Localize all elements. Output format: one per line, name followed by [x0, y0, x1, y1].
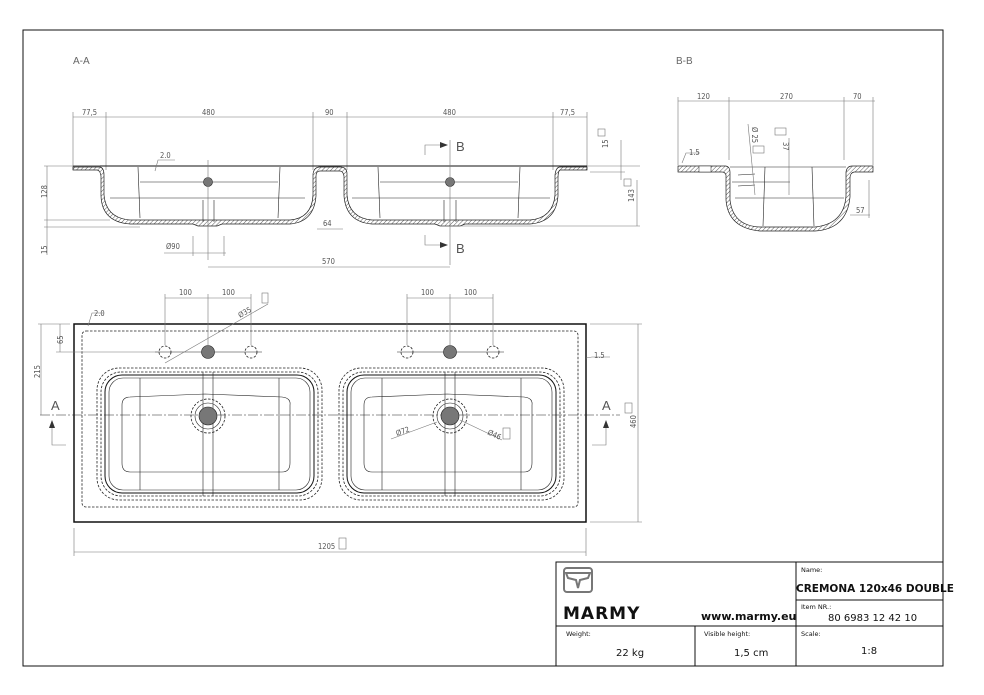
dim-tap-100-right-a: 100 — [421, 288, 434, 297]
section-a-marker-left: A — [51, 398, 60, 413]
scale-value: 1:8 — [861, 646, 877, 657]
section-bb-view: 120 270 70 1.5 Ø 25 37 57 — [677, 92, 875, 232]
dim-tap-dia-35: Ø35 — [237, 305, 254, 320]
section-bb-label: B-B — [676, 56, 693, 67]
section-aa-label: A-A — [73, 56, 90, 67]
section-b-marker-top: B — [456, 139, 465, 154]
weight-value: 22 kg — [616, 648, 644, 659]
dim-90: 90 — [325, 108, 334, 117]
dim-drain-dia-46: Ø46 — [486, 428, 502, 442]
dim-120: 120 — [697, 92, 710, 101]
dim-480-right: 480 — [443, 108, 456, 117]
product-name: CREMONA 120x46 DOUBLE — [796, 583, 954, 595]
dim-77-5-right: 77,5 — [560, 108, 575, 117]
dim-15-bottom: 15 — [40, 245, 49, 254]
dim-drain-dia-72: Ø72 — [395, 425, 411, 438]
dim-tap-100-left-b: 100 — [222, 288, 235, 297]
dim-65: 65 — [56, 335, 65, 344]
dim-15-right: 15 — [601, 139, 610, 148]
dim-tap-100-left-a: 100 — [179, 288, 192, 297]
dim-77-5-left: 77,5 — [82, 108, 97, 117]
dim-drain-dia-90: Ø90 — [166, 242, 180, 251]
website: www.marmy.eu — [701, 610, 796, 623]
tap-hole-plan-right — [443, 345, 457, 359]
dim-70: 70 — [853, 92, 862, 101]
title-block: MARMY www.marmy.eu Name: CREMONA 120x46 … — [555, 561, 954, 667]
bb-edge-radius-note: 1.5 — [689, 148, 700, 157]
dim-dia-25: Ø 25 — [750, 127, 759, 143]
dim-143: 143 — [627, 189, 636, 202]
section-b-marker-bottom: B — [456, 241, 465, 256]
drain-right — [440, 406, 460, 426]
dim-57: 57 — [856, 206, 865, 215]
drain-left — [198, 406, 218, 426]
visible-height-value: 1,5 cm — [734, 648, 768, 659]
dim-215: 215 — [33, 365, 42, 378]
item-number-label: Item NR.: — [801, 603, 831, 611]
brand-name: MARMY — [563, 604, 640, 624]
visible-height-label: Visible height: — [704, 630, 750, 638]
marmy-logo-icon — [563, 567, 593, 593]
plan-view: 100 100 100 100 Ø35 2.0 1.5 65 215 A A 4… — [33, 288, 642, 556]
edge-radius-note: 2.0 — [160, 151, 171, 160]
plan-edge-radius-top: 2.0 — [94, 309, 105, 318]
name-label: Name: — [801, 566, 822, 574]
weight-label: Weight: — [566, 630, 591, 638]
plan-edge-radius-right: 1.5 — [594, 351, 605, 360]
dim-64: 64 — [323, 219, 332, 228]
dim-480-left: 480 — [202, 108, 215, 117]
dim-460: 460 — [629, 415, 638, 428]
basin-right — [338, 367, 565, 501]
scale-label: Scale: — [801, 630, 821, 638]
dim-1205: 1205 — [318, 542, 335, 551]
section-aa-view: 77,5 480 90 480 77,5 2.0 B B — [40, 108, 640, 268]
section-a-marker-right: A — [602, 398, 611, 413]
item-number: 80 6983 12 42 10 — [828, 613, 917, 624]
dim-tap-100-right-b: 100 — [464, 288, 477, 297]
basin-left — [96, 367, 323, 501]
dim-37: 37 — [781, 142, 790, 151]
dim-270: 270 — [780, 92, 793, 101]
dim-128: 128 — [40, 185, 49, 198]
tap-hole-plan-left — [201, 345, 215, 359]
dim-570: 570 — [322, 257, 335, 266]
drawing-frame — [22, 29, 944, 667]
